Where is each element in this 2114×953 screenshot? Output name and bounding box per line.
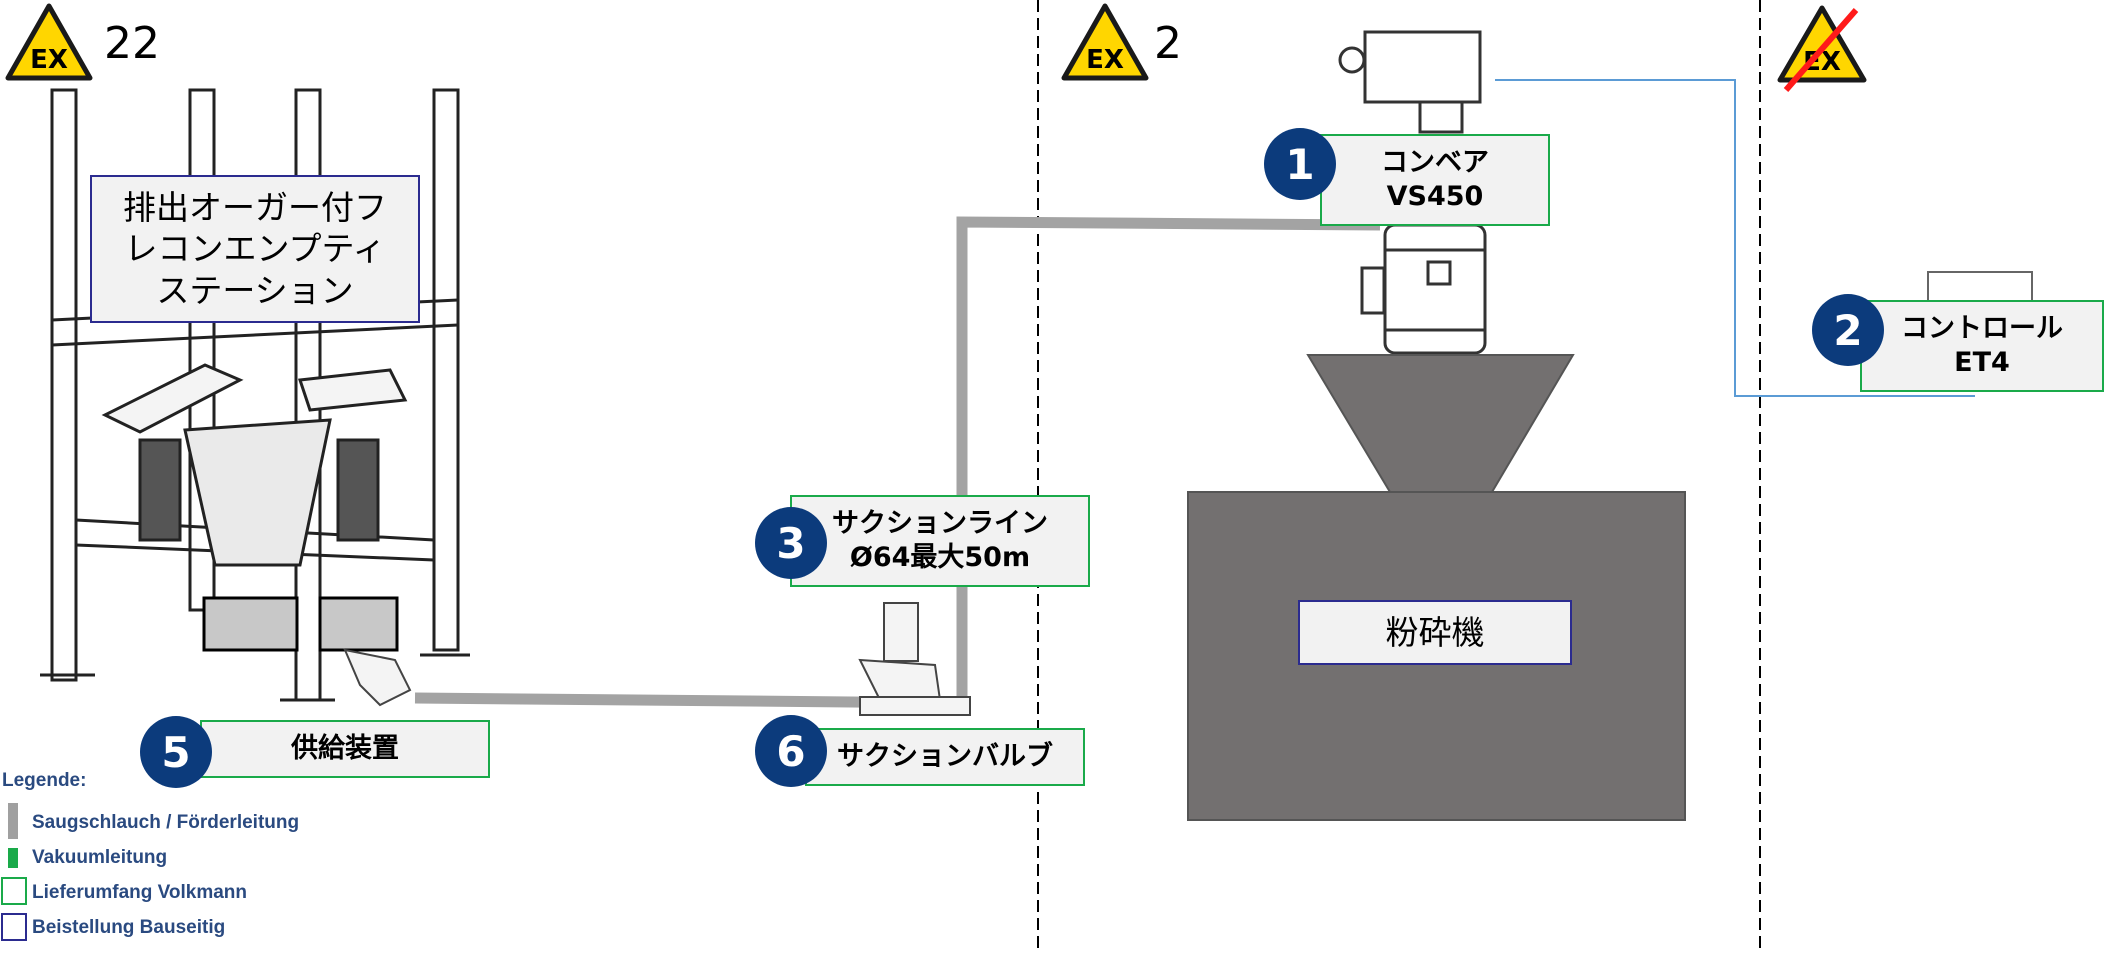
feeder-text: 供給装置 [291, 733, 399, 765]
legend-item-volkmann: Lieferumfang Volkmann [32, 882, 248, 903]
suction-valve-label: サクションバルブ [805, 728, 1085, 786]
ex-zone-mid-number: 2 [1154, 18, 1182, 69]
conveyor-label: コンベア VS450 [1320, 134, 1550, 226]
discharge-station-frame [40, 88, 470, 702]
ex-zone-left-number: 22 [104, 18, 160, 69]
discharge-station-line-1: 排出オーガー付フ [123, 188, 387, 228]
discharge-station-line-3: ステーション [156, 270, 354, 310]
crusher-label: 粉砕機 [1298, 600, 1572, 665]
ex-zone-left: EX [4, 2, 94, 86]
legend-swatch-bauseitig [1, 913, 27, 941]
feeder-badge: 5 [140, 716, 212, 788]
suction-line-label: サクションライン Ø64最大50m [790, 495, 1090, 587]
legend-item-vacuum: Vakuumleitung [32, 847, 168, 868]
hopper [1306, 354, 1575, 493]
control-badge: 2 [1812, 294, 1884, 366]
discharge-station-label: 排出オーガー付フ レコンエンプティ ステーション [90, 175, 420, 323]
feeder-box-left [202, 596, 299, 652]
feeder-outlet [343, 648, 412, 707]
crusher-text: 粉砕機 [1385, 612, 1485, 652]
ex-zone-right: EX [1772, 2, 1872, 96]
conveyor-line-2: VS450 [1386, 181, 1484, 212]
ex-zone-mid: EX [1060, 2, 1150, 86]
suction-line-line-1: サクションライン [832, 508, 1048, 540]
feeder-box-right [318, 596, 399, 652]
legend-swatch-volkmann [1, 877, 27, 905]
svg-text:EX: EX [1086, 45, 1124, 75]
control-label: コントロール ET4 [1860, 300, 2104, 392]
legend-swatch-vacuum [8, 848, 18, 868]
legend-item-suction: Saugschlauch / Förderleitung [32, 812, 300, 833]
svg-text:EX: EX [30, 45, 68, 75]
suction-valve-text: サクションバルブ [837, 741, 1053, 773]
conveyor-drawing [1338, 30, 1487, 355]
control-cable [1495, 79, 1975, 397]
control-line-2: ET4 [1954, 347, 2010, 378]
suction-valve-badge: 6 [755, 715, 827, 787]
suction-line-badge: 3 [755, 507, 827, 579]
suction-line-line-2: Ø64最大50m [849, 542, 1031, 573]
suction-valve-drawing [858, 602, 971, 716]
ex-warning-crossed-icon: EX [1777, 5, 1867, 92]
suction-pipe [414, 216, 1381, 709]
legend-swatch-suction [8, 803, 18, 839]
ex-warning-icon: EX [5, 3, 93, 81]
conveyor-line-1: コンベア [1381, 147, 1489, 179]
conveyor-badge: 1 [1264, 128, 1336, 200]
control-et4-drawing [1927, 271, 2033, 306]
discharge-station-line-2: レコンエンプティ [124, 229, 386, 269]
legend-title: Legende: [2, 770, 87, 791]
feeder-label: 供給装置 [200, 720, 490, 778]
legend-item-bauseitig: Beistellung Bauseitig [32, 917, 226, 938]
ex-warning-icon: EX [1061, 3, 1149, 81]
control-line-1: コントロール [1901, 313, 2063, 345]
